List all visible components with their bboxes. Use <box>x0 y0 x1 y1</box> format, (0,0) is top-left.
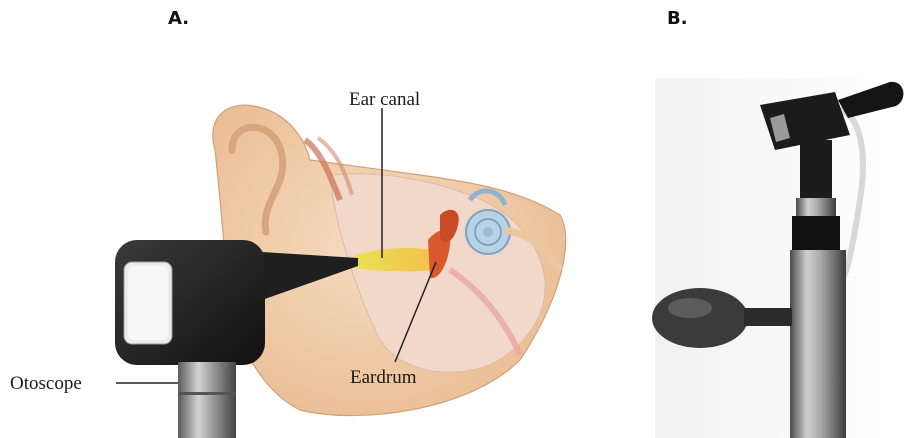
photo-collar <box>796 198 836 218</box>
insufflator-bulb <box>652 288 748 348</box>
handle-band <box>178 392 236 395</box>
bulb-connector <box>744 308 792 326</box>
otoscope-photo <box>652 78 906 438</box>
otoscope-handle <box>178 362 236 438</box>
photo-neck <box>800 140 832 200</box>
bulb-highlight <box>668 298 712 318</box>
photo-handle <box>790 250 846 438</box>
lens-highlight <box>128 266 168 340</box>
photo-rheostat <box>792 216 840 250</box>
otoscope-label: Otoscope <box>10 373 82 394</box>
eardrum-label: Eardrum <box>350 367 417 388</box>
ear-canal-label: Ear canal <box>349 89 420 110</box>
